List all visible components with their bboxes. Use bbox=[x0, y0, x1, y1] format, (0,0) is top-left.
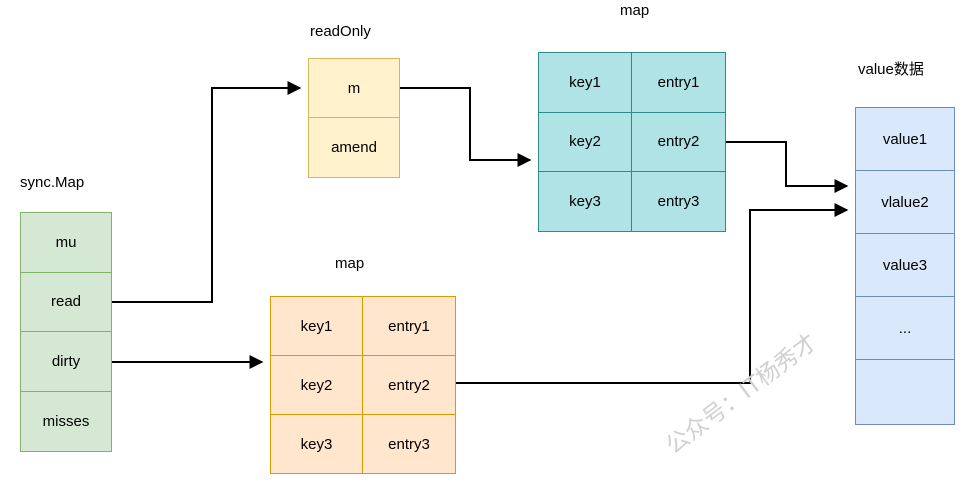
read-map-key-1[interactable]: key1 bbox=[539, 53, 632, 113]
sync-map-struct: mu read dirty misses bbox=[20, 212, 112, 452]
dirty-map-key-2[interactable]: key2 bbox=[271, 356, 363, 415]
watermark: 公众号：IT杨秀才 bbox=[661, 329, 823, 460]
dirty-map-entry-1[interactable]: entry1 bbox=[363, 297, 455, 356]
dirty-map-entry-3[interactable]: entry3 bbox=[363, 415, 455, 473]
dirty-map-table: key1 entry1 key2 entry2 key3 entry3 bbox=[270, 296, 456, 474]
read-map-key-2[interactable]: key2 bbox=[539, 112, 632, 173]
dirty-map-entry-2[interactable]: entry2 bbox=[363, 356, 455, 415]
read-map-entry-1[interactable]: entry1 bbox=[632, 53, 725, 113]
value-store-struct: value1 vlalue2 value3 ... bbox=[855, 107, 955, 425]
read-only-struct: m amend bbox=[308, 58, 400, 178]
dirty-map-label: map bbox=[335, 255, 365, 272]
dirty-map-key-1[interactable]: key1 bbox=[271, 297, 363, 356]
read-map-label: map bbox=[620, 2, 650, 19]
sync-map-field-dirty[interactable]: dirty bbox=[21, 332, 111, 392]
edge-readmap-to-value bbox=[726, 141, 849, 193]
read-only-field-amend[interactable]: amend bbox=[309, 118, 399, 177]
read-only-field-m[interactable]: m bbox=[309, 59, 399, 119]
value-cell-empty[interactable] bbox=[856, 360, 954, 422]
value-store-label: value数据 bbox=[858, 61, 924, 78]
value-cell-1[interactable]: value1 bbox=[856, 108, 954, 171]
read-map-key-3[interactable]: key3 bbox=[539, 172, 632, 231]
value-cell-2[interactable]: vlalue2 bbox=[856, 171, 954, 234]
edge-readonly-to-readmap bbox=[400, 87, 532, 167]
read-only-label: readOnly bbox=[310, 23, 371, 40]
dirty-map-key-3[interactable]: key3 bbox=[271, 415, 363, 473]
read-map-table: key1 entry1 key2 entry2 key3 entry3 bbox=[538, 52, 726, 232]
sync-map-field-misses[interactable]: misses bbox=[21, 391, 111, 451]
edge-read-to-readonly bbox=[112, 81, 302, 303]
value-cell-ellipsis[interactable]: ... bbox=[856, 297, 954, 360]
read-map-entry-2[interactable]: entry2 bbox=[632, 112, 725, 173]
value-cell-3[interactable]: value3 bbox=[856, 234, 954, 297]
sync-map-label: sync.Map bbox=[20, 174, 85, 191]
read-map-entry-3[interactable]: entry3 bbox=[632, 172, 725, 231]
sync-map-field-mu[interactable]: mu bbox=[21, 213, 111, 273]
sync-map-field-read[interactable]: read bbox=[21, 272, 111, 332]
